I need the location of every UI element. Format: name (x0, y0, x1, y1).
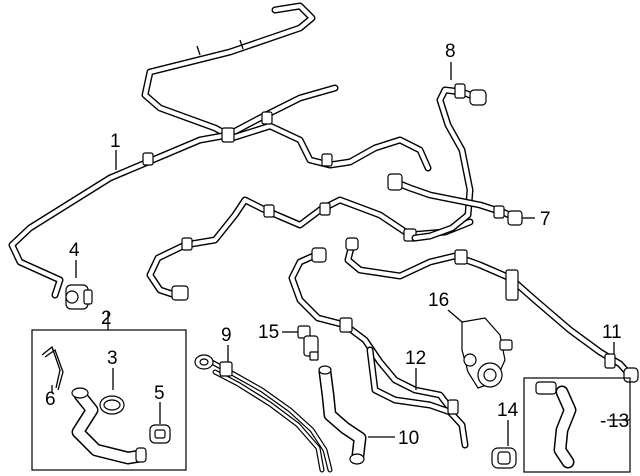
part-1-upper-hose-assembly (8, 2, 432, 299)
callout-7: 7 (540, 209, 551, 230)
callout-6: 6 (45, 389, 56, 410)
part-15-bleeder-fitting (297, 325, 319, 361)
part-14-hose-clamp (491, 447, 517, 469)
callout-12: 12 (405, 348, 426, 369)
part-11-coolant-hose (344, 237, 639, 383)
callout-5: 5 (154, 383, 165, 404)
callout-3: 3 (107, 348, 118, 369)
part-4-hose-clamp (65, 284, 93, 310)
part-13-box (523, 377, 631, 473)
part-8-upper-hose (411, 83, 487, 242)
callout-2: 2 (101, 308, 112, 329)
callout-9: 9 (221, 325, 232, 346)
part-2-box (31, 329, 187, 471)
part-16-thermostat-housing (461, 317, 513, 389)
callout-11: 11 (602, 322, 622, 343)
callout-14: 14 (497, 400, 519, 421)
callout-15: 15 (258, 322, 279, 343)
callout-8: 8 (445, 41, 456, 62)
callout-1: 1 (110, 131, 121, 152)
callout-13: 13 (608, 411, 629, 432)
part-9-coolant-pipe (194, 354, 333, 473)
part-10-coolant-hose (318, 365, 367, 465)
callout-10: 10 (398, 428, 419, 449)
callout-leaders (51, 62, 630, 446)
part-7-bypass-hose (387, 173, 523, 226)
callout-labels: 1 2 3 4 5 6 7 8 9 10 11 12 13 14 15 16 (45, 41, 629, 449)
part-12-coolant-hose (288, 247, 469, 449)
callout-13-dash: - (600, 411, 606, 432)
callout-16: 16 (428, 290, 449, 311)
callout-4: 4 (69, 240, 80, 261)
middle-coolant-hose (146, 196, 474, 301)
